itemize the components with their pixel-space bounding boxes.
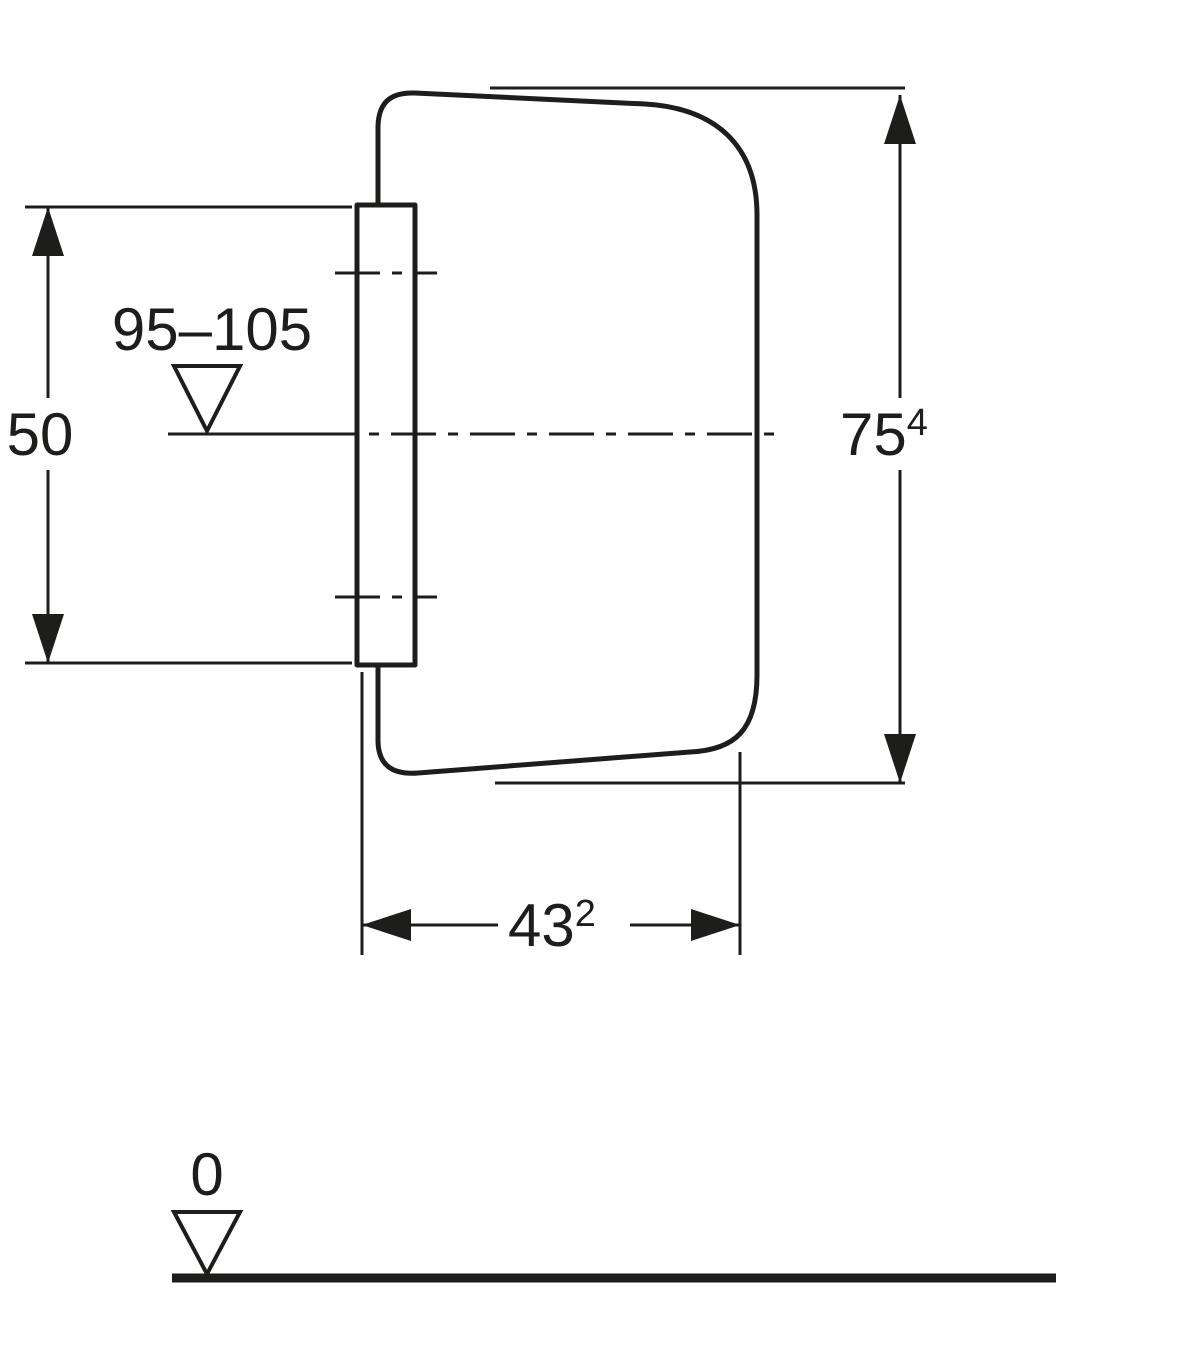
label-background: [833, 398, 963, 470]
label-background: [498, 890, 630, 958]
dimension-superscript: 2: [575, 893, 596, 935]
install-range-group: 95–105: [112, 296, 312, 436]
label-background: [2, 398, 82, 470]
level-marker-icon: [170, 1210, 244, 1279]
arrow-down-icon: [884, 734, 916, 783]
dimension-75-group: 754: [490, 86, 963, 785]
dimension-50-group: 50: [2, 205, 352, 665]
arrow-up-icon: [884, 95, 916, 144]
dimension-43-group: 432: [360, 672, 742, 959]
dimension-value: 75: [840, 401, 907, 468]
level-marker-icon: [170, 364, 244, 436]
arrow-left-icon: [362, 909, 411, 941]
dimension-label-95-105: 95–105: [112, 296, 312, 363]
floor-level-label: 0: [190, 1141, 223, 1208]
dimension-label-75: 754: [840, 401, 928, 468]
dimension-label-50: 50: [7, 401, 74, 468]
arrow-up-icon: [32, 207, 64, 256]
arrow-right-icon: [691, 909, 740, 941]
dimension-superscript: 4: [907, 402, 928, 444]
dimension-value: 43: [508, 892, 575, 959]
floor-level-group: 0: [170, 1141, 1056, 1283]
dimension-label-43: 432: [508, 892, 596, 959]
arrow-down-icon: [32, 614, 64, 663]
